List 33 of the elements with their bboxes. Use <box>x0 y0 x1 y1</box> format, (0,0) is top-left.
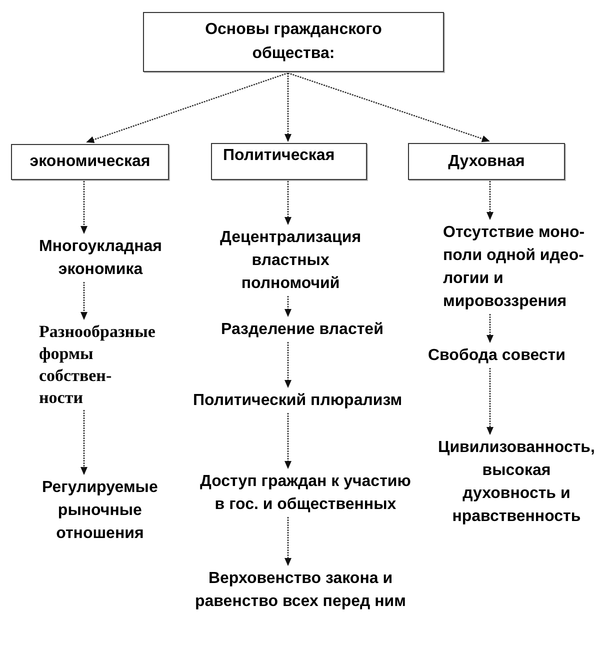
box-label: экономическая <box>30 152 150 172</box>
item-text: Децентрализация властных полномочий <box>220 226 362 295</box>
item-text: Регулируемые рыночные отношения <box>42 476 158 545</box>
root-box <box>143 12 444 72</box>
arrow <box>284 342 292 388</box>
item-text: Отсутствие моно- поли одной идео- логии и мировоззрения <box>443 221 585 313</box>
item-text: Цивилизованность, высокая духовность и нравственность <box>438 436 595 528</box>
arrow <box>284 413 292 469</box>
arrow <box>486 181 494 220</box>
item-text: Многоукладная экономика <box>39 235 162 281</box>
arrow <box>284 517 292 566</box>
arrow <box>80 282 88 320</box>
item-text: Разнообразные формы собствен- ности <box>39 321 156 409</box>
category-box <box>211 143 367 180</box>
item-text: Свобода совести <box>428 344 566 367</box>
category-box <box>408 143 565 180</box>
item-text: Разделение властей <box>221 318 384 341</box>
box-label: Духовная <box>448 152 525 172</box>
arrow <box>288 72 490 142</box>
arrow <box>284 296 292 317</box>
arrow <box>486 368 494 435</box>
item-text: Доступ граждан к участию в гос. и общественных <box>200 470 411 516</box>
arrow <box>80 181 88 234</box>
heading-text: Основы гражданского общества: <box>205 20 382 64</box>
arrow <box>86 72 288 144</box>
arrow <box>80 410 88 475</box>
arrow <box>486 314 494 343</box>
arrow <box>284 181 292 225</box>
category-box <box>11 144 169 180</box>
arrow <box>284 73 292 142</box>
item-text: Политический плюрализм <box>193 389 402 412</box>
item-text: Верховенство закона и равенство всех перед ним <box>195 567 406 613</box>
box-label: Политическая <box>223 146 335 166</box>
